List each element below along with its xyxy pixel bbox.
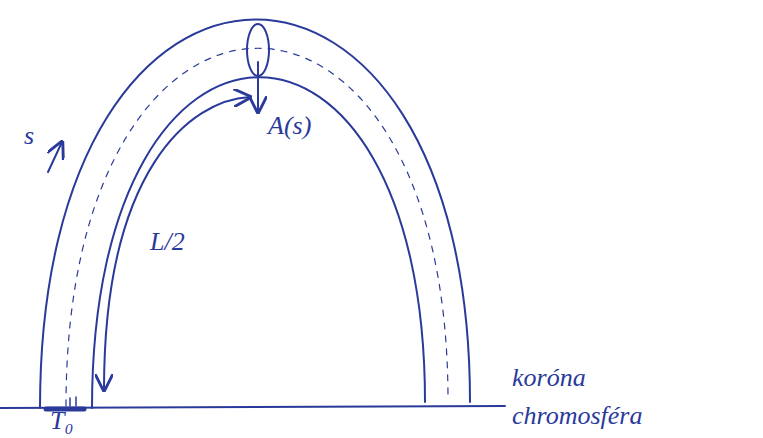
coordinate-label: s — [24, 122, 34, 151]
area-label: A(s) — [268, 112, 311, 141]
half-length-label: L/2 — [150, 228, 185, 257]
half-length-arrow — [104, 97, 250, 390]
s-direction-arrow — [48, 142, 62, 172]
footpoint-tick — [75, 397, 77, 406]
loop-outer-edge — [40, 19, 470, 408]
layer-label: chromosféra — [512, 402, 642, 431]
footpoint-tick — [69, 398, 71, 406]
area-leader — [257, 62, 259, 112]
loop-axis — [66, 48, 448, 406]
layer-label: koróna — [512, 364, 586, 393]
temperature-label: T₀ — [50, 407, 74, 436]
loop-inner-edge — [92, 77, 425, 408]
